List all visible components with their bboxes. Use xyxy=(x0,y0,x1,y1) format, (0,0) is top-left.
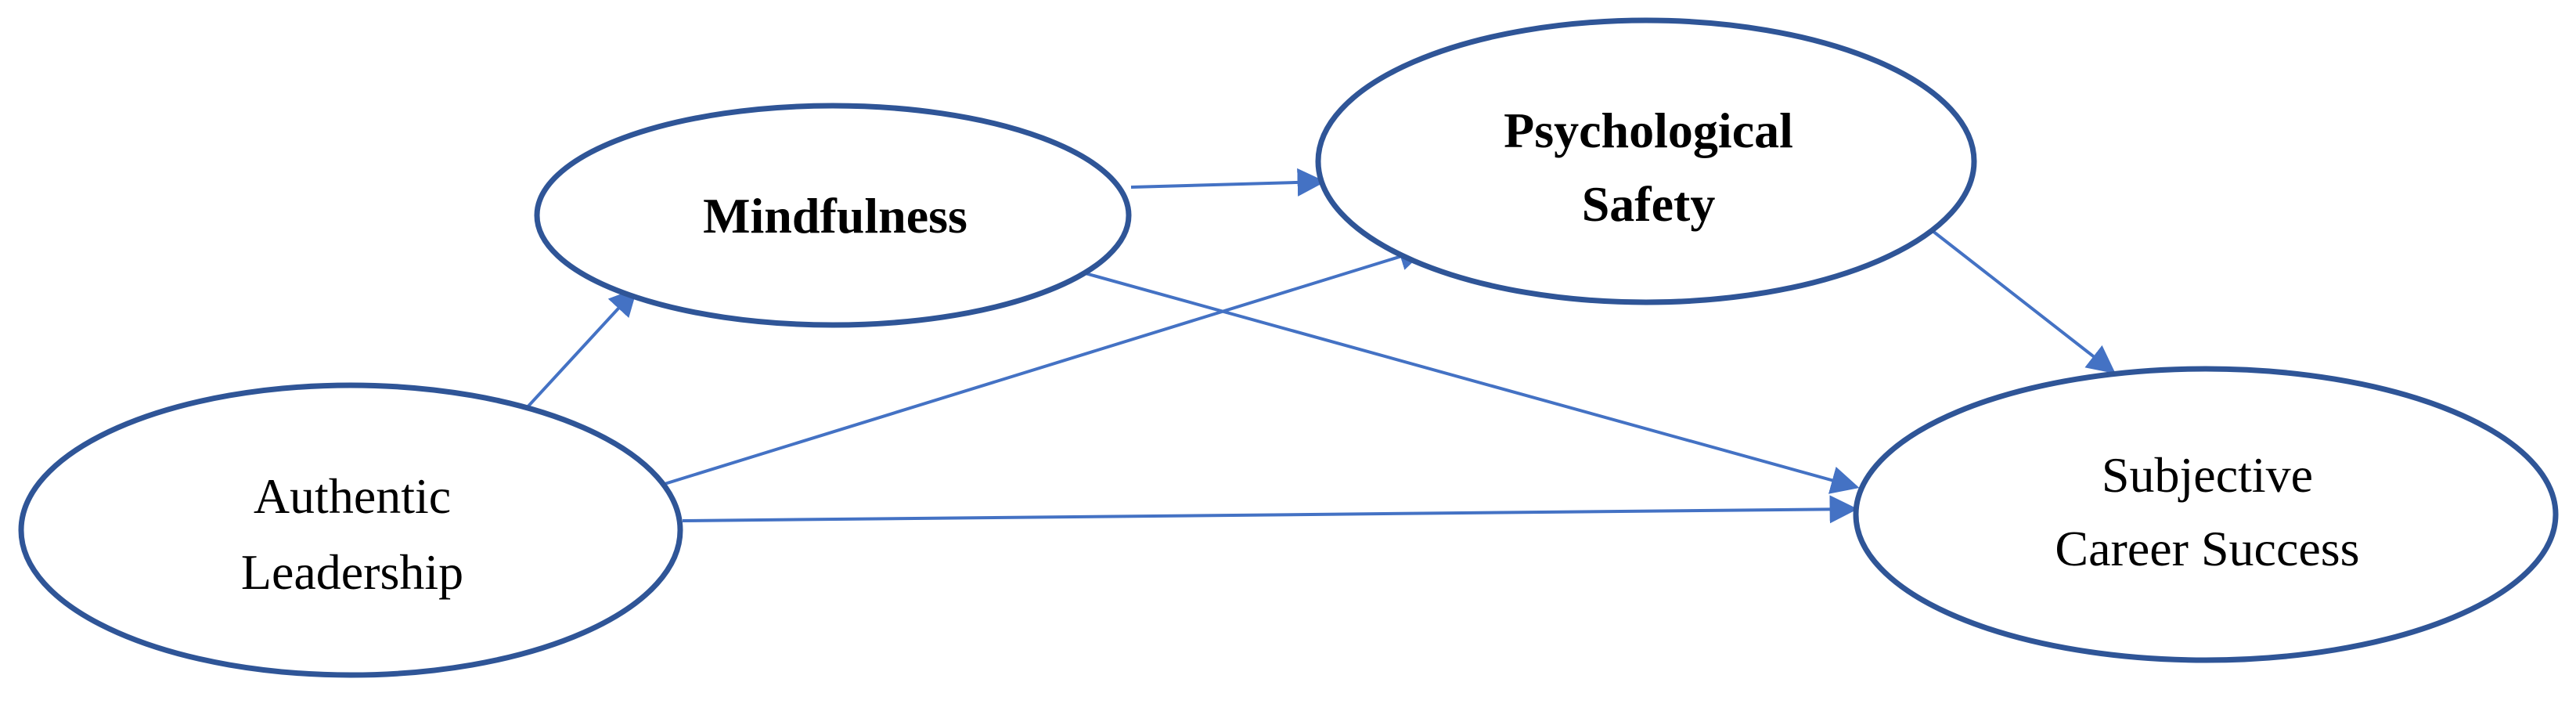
node-authentic-leadership-line1: Authentic xyxy=(254,468,451,524)
node-psychological-safety-line1: Psychological xyxy=(1504,103,1793,158)
node-psychological-safety: Psychological Safety xyxy=(1315,17,1977,305)
node-authentic-leadership-line2: Leadership xyxy=(241,544,463,600)
edge-authentic-leadership-to-psychological-safety xyxy=(654,243,1428,489)
node-subjective-career-success-line2: Career Success xyxy=(2055,521,2359,576)
edges xyxy=(513,168,2116,524)
edge-mindfulness-to-subjective-career-success xyxy=(1068,267,1860,494)
node-authentic-leadership: Authentic Leadership xyxy=(18,382,683,678)
edge-mindfulness-to-psychological-safety xyxy=(1130,168,1326,197)
node-mindfulness-label: Mindfulness xyxy=(703,188,967,244)
node-psychological-safety-line2: Safety xyxy=(1582,176,1716,232)
node-subjective-career-success-line1: Subjective xyxy=(2102,447,2313,503)
edge-authentic-leadership-to-subjective-career-success xyxy=(682,495,1858,524)
node-mindfulness: Mindfulness xyxy=(534,103,1132,328)
edge-psychological-safety-to-subjective-career-success xyxy=(1920,221,2116,374)
node-subjective-career-success: Subjective Career Success xyxy=(1853,366,2559,663)
edge-authentic-leadership-to-mindfulness xyxy=(513,287,638,422)
